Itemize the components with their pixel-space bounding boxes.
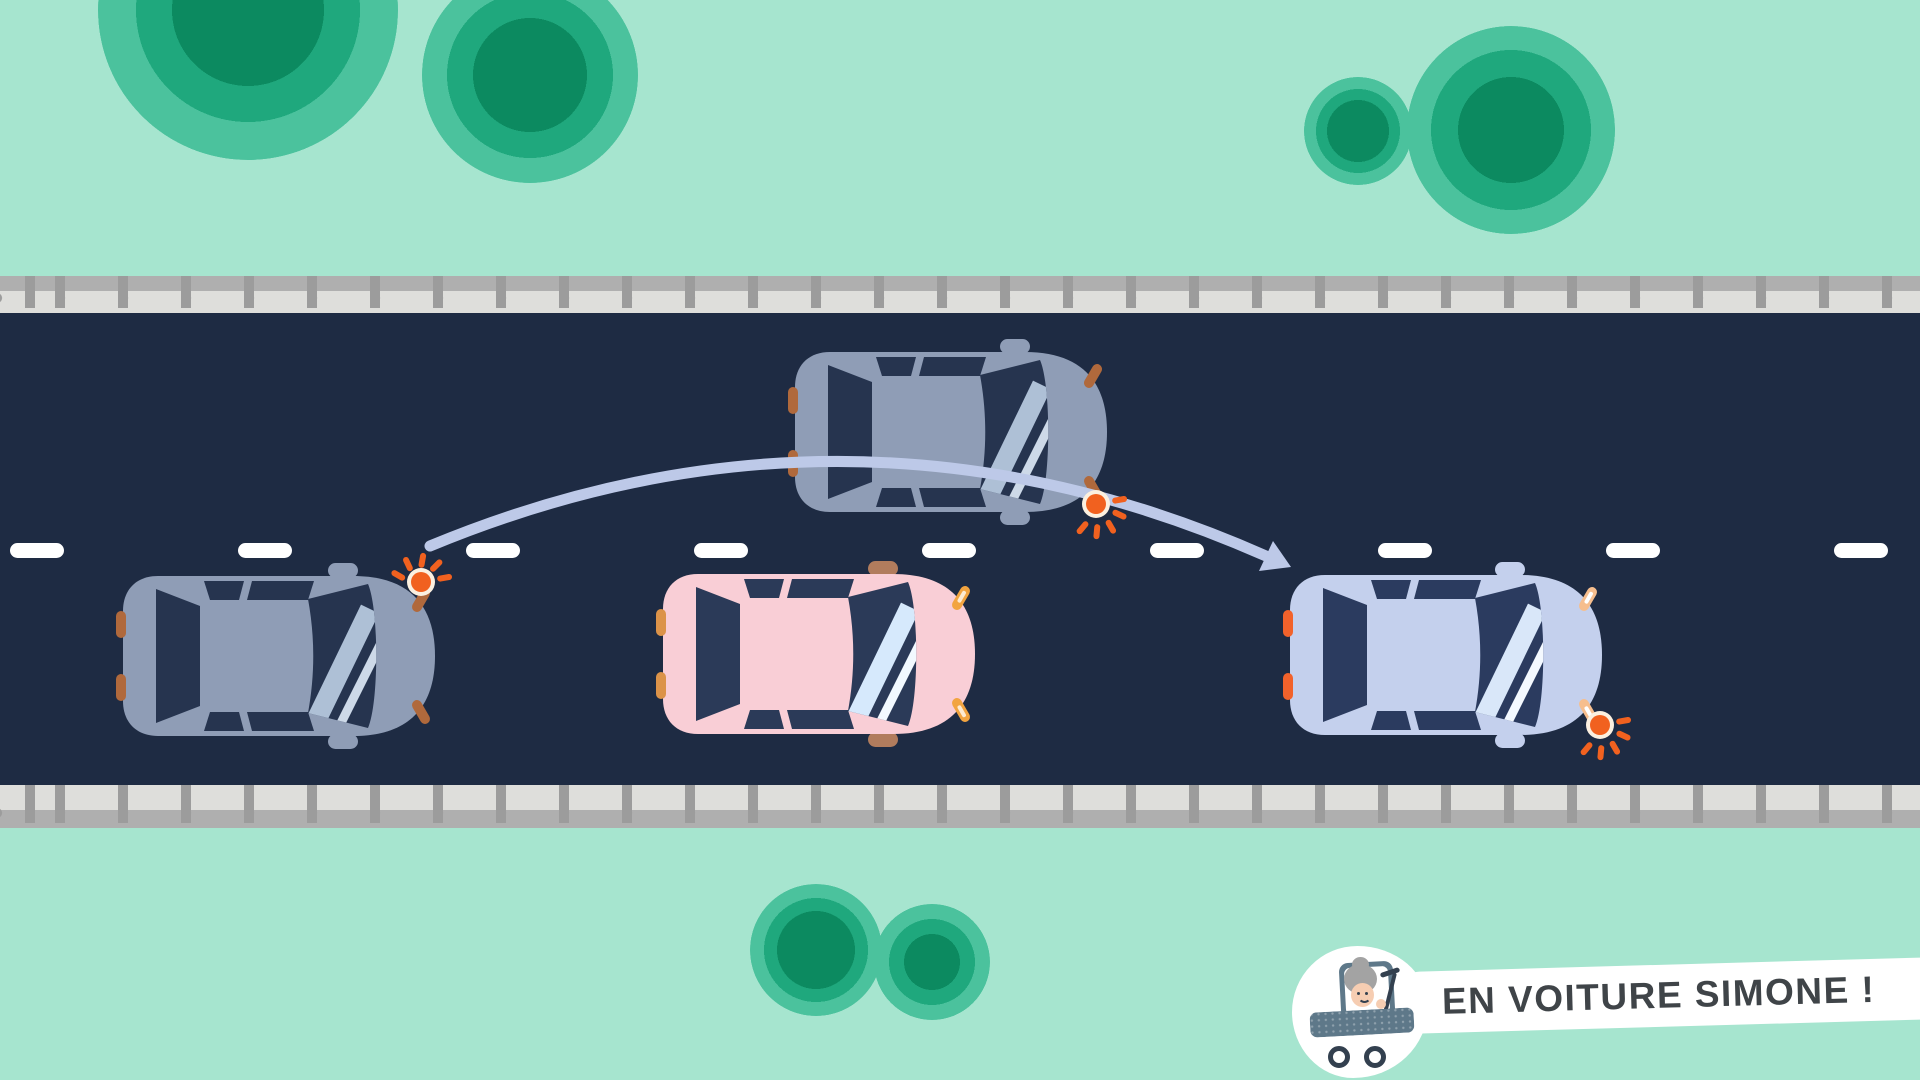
lane-dash xyxy=(694,543,748,558)
mascot-car-wheel xyxy=(1328,1046,1350,1068)
tree xyxy=(98,0,398,160)
lane-dash xyxy=(238,543,292,558)
tree xyxy=(1407,26,1615,234)
overtaking-gray-car xyxy=(790,349,1110,515)
tree xyxy=(422,0,638,183)
right-blue-car xyxy=(1285,572,1605,738)
simone-mascot-car xyxy=(1302,952,1422,1078)
left-gray-car xyxy=(118,573,438,739)
sidewalk-bottom xyxy=(0,785,1920,828)
simone-smile xyxy=(1358,995,1371,1003)
tree xyxy=(1304,77,1412,185)
simone-eye xyxy=(1357,992,1360,995)
mascot-car-body xyxy=(1309,1007,1415,1038)
pink-car xyxy=(658,571,978,737)
simone-eye xyxy=(1365,992,1368,995)
lane-dash xyxy=(10,543,64,558)
tree xyxy=(874,904,990,1020)
logo-text: EN VOITURE SIMONE ! xyxy=(1441,968,1876,1022)
turn-signal-left-car xyxy=(390,552,453,592)
lane-dash xyxy=(1378,543,1432,558)
sidewalk-top xyxy=(0,276,1920,313)
simone-hair-bun xyxy=(1352,957,1369,972)
turn-signal-overtaking-car xyxy=(1075,494,1128,540)
simone-hand xyxy=(1376,999,1386,1009)
tree xyxy=(750,884,882,1016)
simone-face xyxy=(1351,983,1374,1007)
lane-dash xyxy=(1834,543,1888,558)
lane-dash xyxy=(922,543,976,558)
turn-signal-right-car xyxy=(1579,715,1632,761)
lane-dash xyxy=(1150,543,1204,558)
logo-banner: EN VOITURE SIMONE ! xyxy=(1403,956,1920,1034)
mascot-car-wheel xyxy=(1364,1046,1386,1068)
lane-dash xyxy=(1606,543,1660,558)
lane-dash xyxy=(466,543,520,558)
